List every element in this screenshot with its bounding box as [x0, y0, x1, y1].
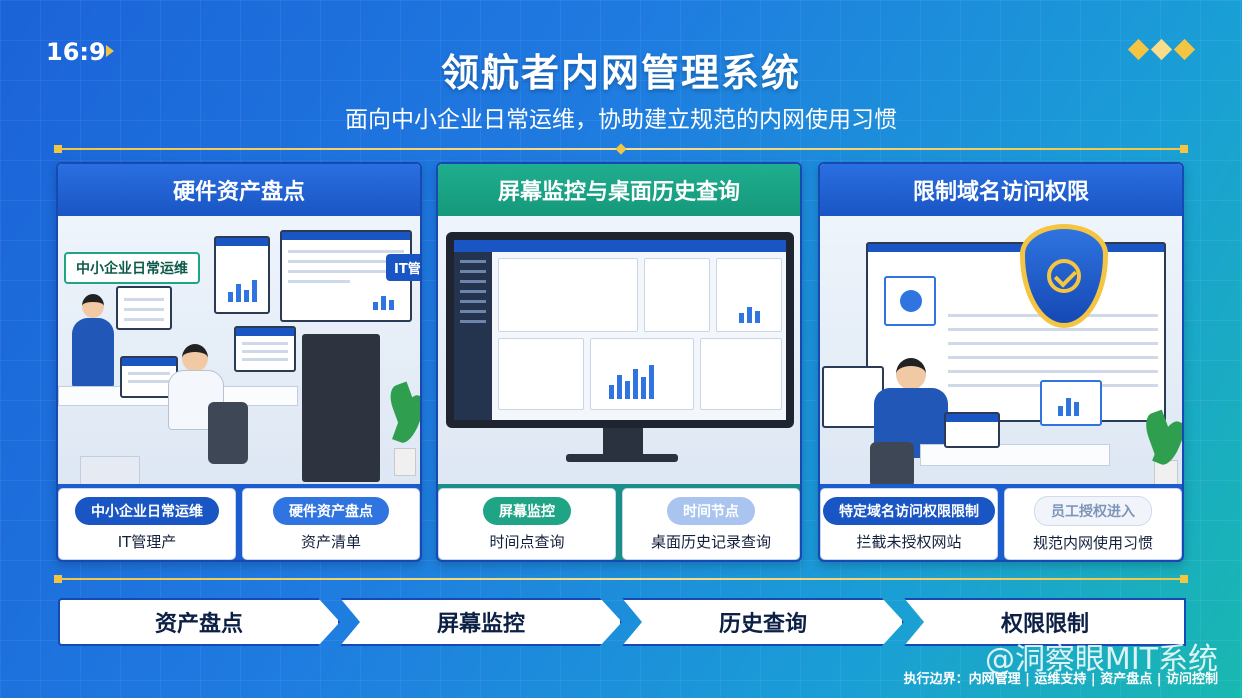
aspect-ratio-label: 16:9	[46, 38, 106, 66]
check-icon	[1047, 259, 1081, 293]
whiteboard	[116, 286, 172, 330]
monitor-table-card	[498, 258, 638, 332]
info-card: 特定域名访问权限限制 拦截未授权网站	[820, 488, 998, 560]
plant-pot	[1154, 460, 1178, 488]
panel-cards: 屏幕监控 时间点查询 时间节点 桌面历史记录查询	[438, 484, 800, 560]
card-text: 时间点查询	[489, 532, 565, 551]
gold-divider-bottom	[58, 578, 1184, 580]
gold-dot	[1180, 145, 1188, 153]
monitor-stand	[603, 428, 643, 456]
panel-hardware-assets: 硬件资产盘点 中小企业日常运维 IT管 中小企业日常运维	[56, 162, 422, 562]
card-pill: 特定域名访问权限限制	[823, 496, 995, 525]
laptop	[944, 412, 1000, 448]
monitor-scene-illustration	[438, 216, 800, 488]
monitor-chart-card	[716, 258, 782, 332]
panel-domain-access: 限制域名访问权限 特定域名访问权限限制 拦截未授权网站 员工授权进入	[818, 162, 1184, 562]
gold-dot	[54, 145, 62, 153]
monitor-list-card	[700, 338, 782, 410]
ratio-arrow-icon	[106, 45, 114, 57]
card-pill: 员工授权进入	[1034, 495, 1152, 526]
panel-screen-monitoring: 屏幕监控与桌面历史查询 屏幕监控 时间点查询	[436, 162, 802, 562]
card-pill: 中小企业日常运维	[75, 496, 219, 525]
card-pill: 硬件资产盘点	[273, 496, 389, 525]
step-screen-monitoring: 屏幕监控	[340, 598, 622, 646]
presenter-body	[72, 318, 114, 388]
desk	[920, 444, 1110, 466]
step-permission-limit: 权限限制	[904, 598, 1186, 646]
panel-header: 硬件资产盘点	[58, 164, 420, 216]
office-scene-illustration: 中小企业日常运维 IT管	[58, 216, 420, 488]
card-pill: 时间节点	[667, 496, 755, 525]
monitor-stat-card	[644, 258, 710, 332]
card-text: 拦截未授权网站	[856, 532, 962, 551]
large-monitor	[446, 232, 794, 428]
side-monitor	[822, 366, 884, 428]
step-label: 权限限制	[1000, 612, 1089, 637]
watermark: @洞察眼MIT系统	[984, 642, 1218, 677]
card-text: 桌面历史记录查询	[650, 532, 771, 551]
info-card: 中小企业日常运维 IT管理产	[58, 488, 236, 560]
footer-text: 执行边界：内网管理 | 运维支持 | 资产盘点 | 访问控制	[903, 672, 1218, 687]
card-pill: 屏幕监控	[483, 496, 571, 525]
step-history-query: 历史查询	[622, 598, 904, 646]
desk-monitor	[234, 326, 296, 372]
download-card	[884, 276, 936, 326]
process-steps: 资产盘点 屏幕监控 历史查询 权限限制	[58, 598, 1186, 646]
info-card: 员工授权进入 规范内网使用习惯	[1004, 488, 1182, 560]
monitor-bar-card	[590, 338, 694, 410]
plant-pot	[394, 448, 416, 476]
panel-cards: 特定域名访问权限限制 拦截未授权网站 员工授权进入 规范内网使用习惯	[820, 484, 1182, 560]
monitor-base	[566, 454, 678, 462]
worker-head	[182, 344, 208, 372]
scene-sign: 中小企业日常运维	[64, 252, 200, 284]
office-chair	[870, 442, 914, 488]
info-card: 屏幕监控 时间点查询	[438, 488, 616, 560]
card-text: 资产清单	[300, 532, 361, 551]
card-text: IT管理产	[117, 532, 177, 551]
gold-dot	[1180, 575, 1188, 583]
access-scene-illustration	[820, 216, 1182, 488]
monitor-screen	[454, 240, 786, 420]
monitor-form-card	[498, 338, 584, 410]
step-label: 资产盘点	[154, 612, 243, 637]
card-text: 规范内网使用习惯	[1032, 533, 1153, 552]
presenter-head	[82, 294, 104, 318]
analytics-card	[1040, 380, 1102, 426]
worker-head	[896, 358, 926, 390]
info-card: 时间节点 桌面历史记录查询	[622, 488, 800, 560]
page-title: 领航者内网管理系统	[440, 51, 801, 95]
step-asset-inventory: 资产盘点	[58, 598, 340, 646]
scene-sign-it: IT管	[386, 254, 420, 281]
panel-header: 限制域名访问权限	[820, 164, 1182, 216]
info-card: 硬件资产盘点 资产清单	[242, 488, 420, 560]
page-subtitle: 面向中小企业日常运维，协助建立规范的内网使用习惯	[345, 107, 897, 133]
wall-screen	[214, 236, 270, 314]
panel-header: 屏幕监控与桌面历史查询	[438, 164, 800, 216]
office-chair	[208, 402, 248, 464]
server-tower	[302, 334, 380, 482]
panel-cards: 中小企业日常运维 IT管理产 硬件资产盘点 资产清单	[58, 484, 420, 560]
gold-dot	[54, 575, 62, 583]
step-label: 屏幕监控	[436, 612, 525, 637]
step-label: 历史查询	[718, 612, 807, 637]
